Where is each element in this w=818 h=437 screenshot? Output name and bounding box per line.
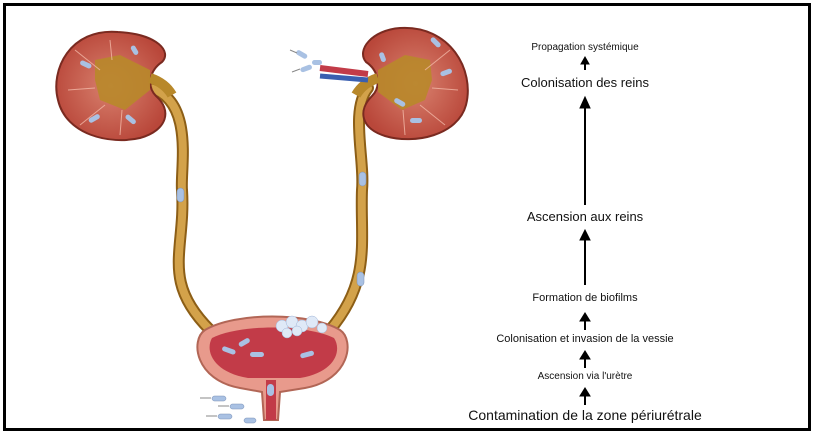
step-ascension-uretre: Ascension via l'urètre <box>538 371 633 382</box>
bacterium-icon <box>177 188 184 202</box>
step-colonisation-vessie: Colonisation et invasion de la vessie <box>496 333 673 345</box>
flow-arrows <box>580 57 590 405</box>
step-formation-biofilms: Formation de biofilms <box>532 292 637 304</box>
step-contamination-periuretrale: Contamination de la zone périurétrale <box>468 407 701 423</box>
right-kidney <box>356 28 468 139</box>
renal-vessels <box>290 49 368 80</box>
step-ascension-reins: Ascension aux reins <box>527 209 643 224</box>
step-colonisation-reins: Colonisation des reins <box>521 75 649 90</box>
step-propagation-systemique: Propagation systémique <box>531 42 638 53</box>
periurethral-bacteria <box>200 396 256 423</box>
bladder <box>197 316 347 420</box>
